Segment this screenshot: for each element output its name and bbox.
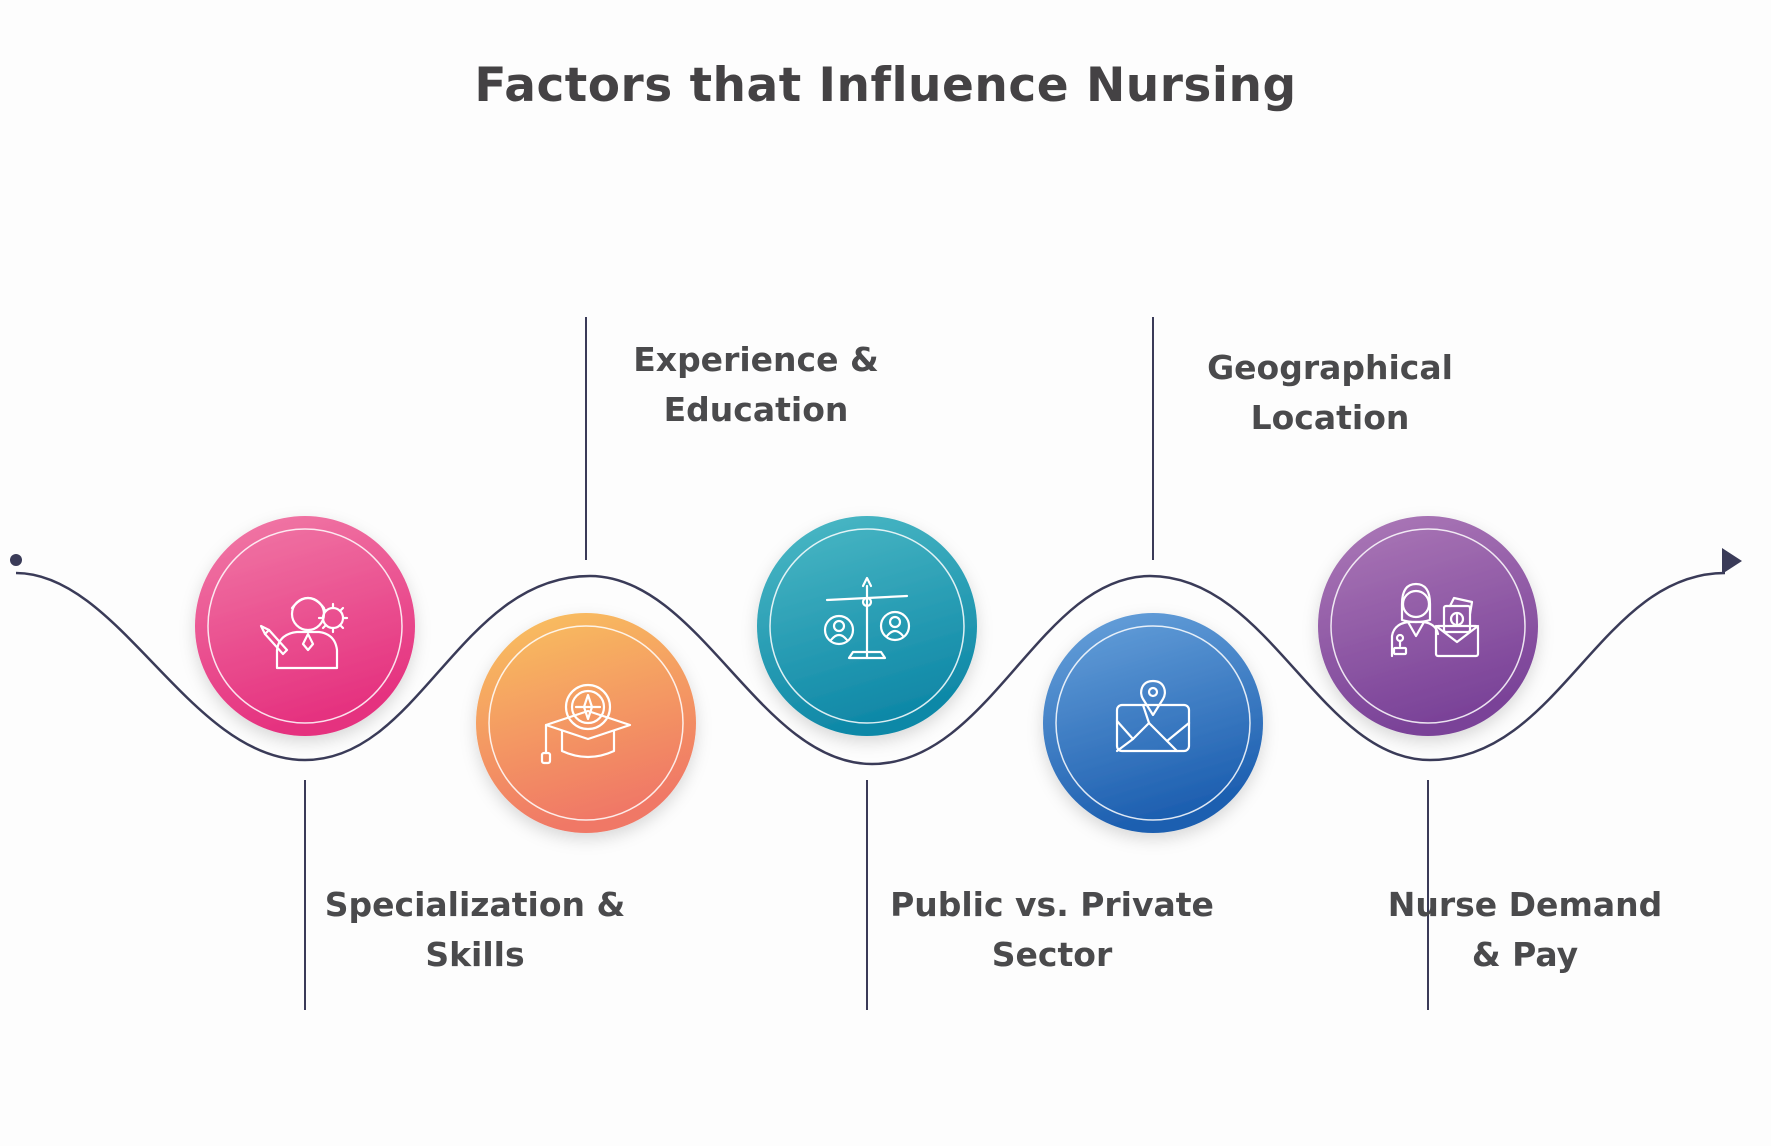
- factor-circle-2: [476, 613, 696, 833]
- factor-label-3-line1: Public vs. Private: [890, 885, 1214, 924]
- factor-circle-4-ring: [1055, 625, 1251, 821]
- factor-circle-1-bg: [195, 516, 415, 736]
- factor-label-1-line2: Skills: [425, 935, 525, 974]
- factor-circle-5-ring: [1330, 528, 1526, 724]
- factor-label-1: Specialization & Skills: [265, 880, 685, 980]
- factor-circle-4-bg: [1043, 613, 1263, 833]
- factor-label-3: Public vs. Private Sector: [842, 880, 1262, 980]
- factor-circle-1: [195, 516, 415, 736]
- nurse-with-gear-and-pencil-icon: [259, 596, 349, 670]
- factor-label-4-line1: Geographical: [1207, 348, 1453, 387]
- factor-circle-5: [1318, 516, 1538, 736]
- factor-label-2-line1: Experience &: [633, 340, 879, 379]
- balance-scale-with-people-icon: [823, 576, 911, 660]
- nurse-with-money-envelope-icon: [1390, 582, 1480, 658]
- factor-label-1-line1: Specialization &: [324, 885, 626, 924]
- factor-label-5-line1: Nurse Demand: [1387, 885, 1663, 924]
- factor-circle-5-bg: [1318, 516, 1538, 736]
- factor-circle-3: [757, 516, 977, 736]
- factor-label-4: Geographical Location: [1120, 343, 1540, 443]
- factor-circle-2-ring: [488, 625, 684, 821]
- factor-label-5: Nurse Demand & Pay: [1315, 880, 1735, 980]
- connector-lines: [304, 317, 1429, 1010]
- factor-circle-3-ring: [769, 528, 965, 724]
- factor-label-2-line2: Education: [663, 390, 849, 429]
- map-with-location-pin-icon: [1115, 679, 1191, 753]
- page-title: Factors that Influence Nursing: [474, 58, 1297, 113]
- factor-label-4-line2: Location: [1250, 398, 1410, 437]
- factor-circle-1-ring: [207, 528, 403, 724]
- wave-path: [15, 571, 1726, 766]
- factor-label-2: Experience & Education: [546, 335, 966, 435]
- graduation-cap-with-compass-icon: [540, 683, 632, 765]
- factor-label-5-line2: & Pay: [1471, 935, 1579, 974]
- timeline-end-arrow: [1722, 548, 1742, 574]
- factor-circle-4: [1043, 613, 1263, 833]
- factor-label-3-line2: Sector: [991, 935, 1113, 974]
- timeline-start-dot: [10, 554, 22, 566]
- timeline-wave: [10, 548, 1742, 766]
